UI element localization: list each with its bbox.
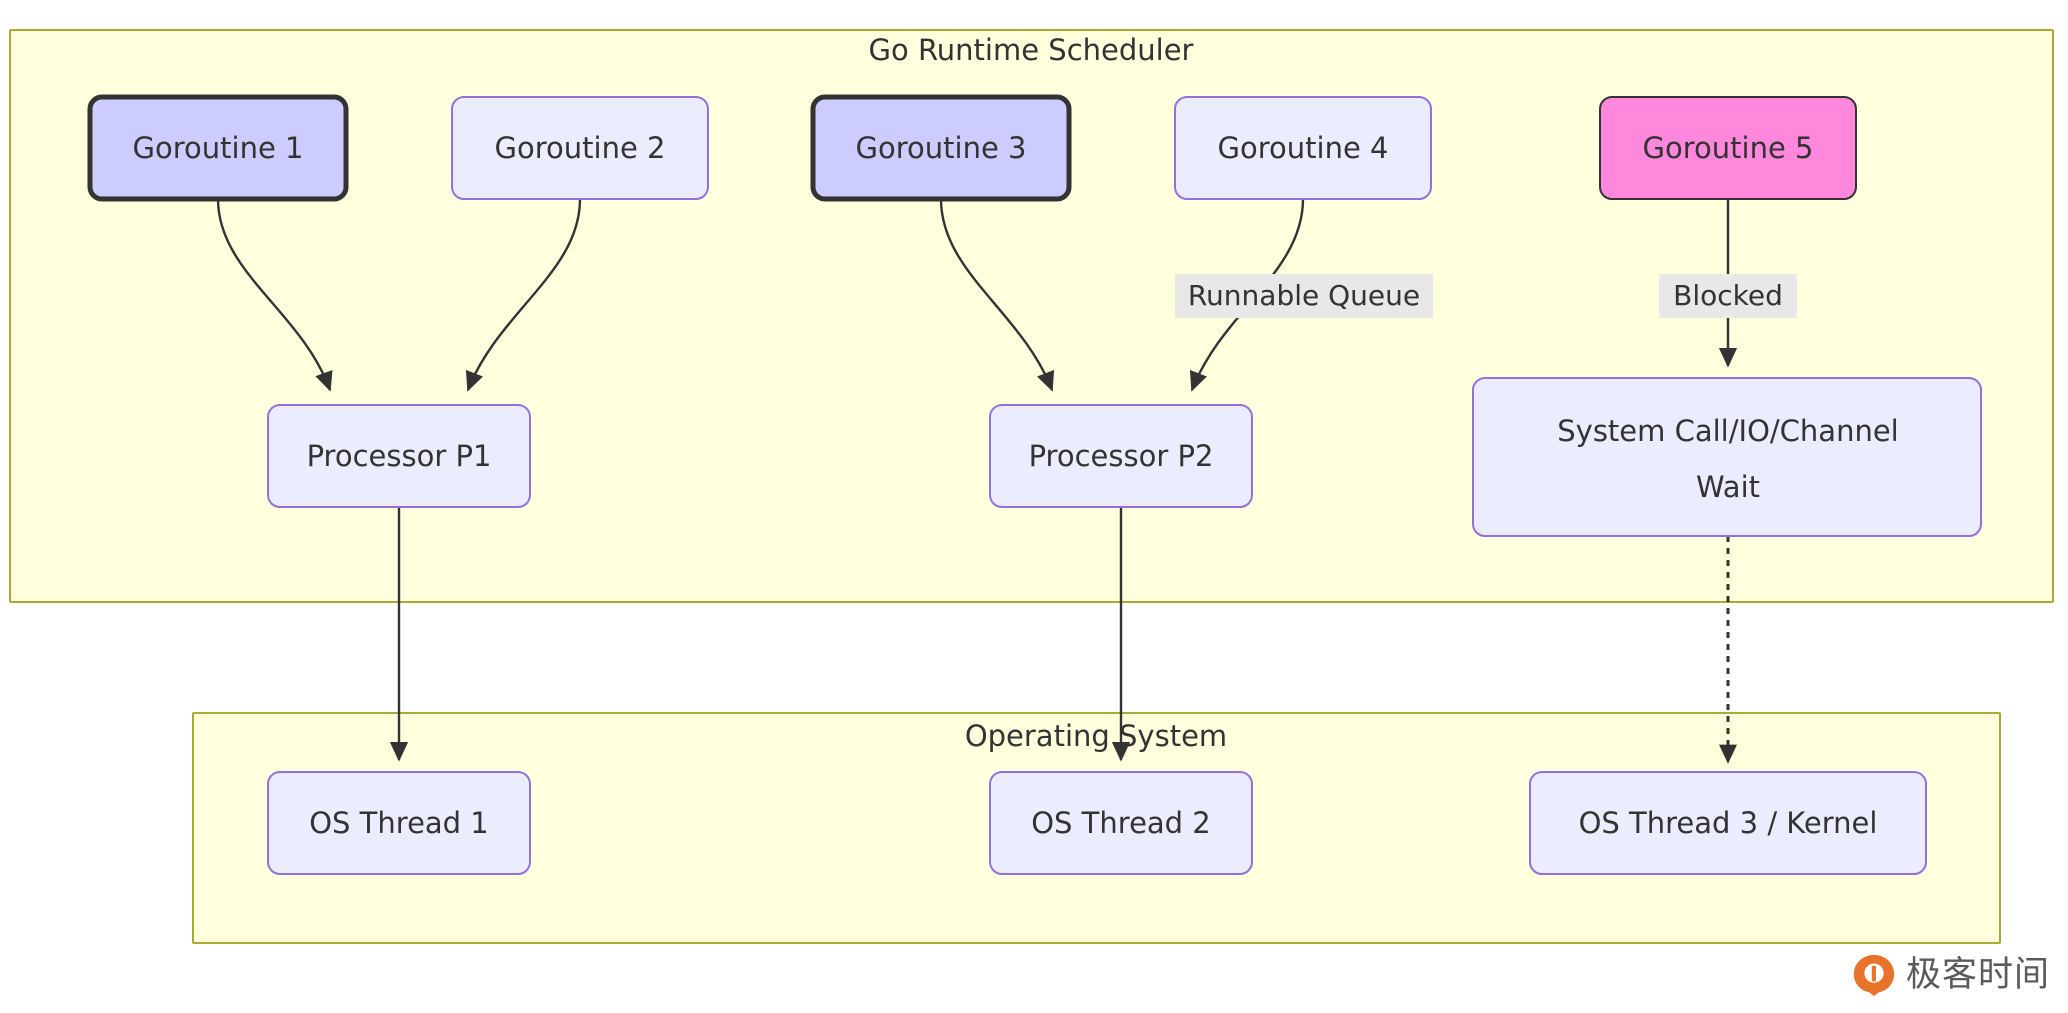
blocked-label-bg (1659, 274, 1797, 318)
os-thread-2-label: OS Thread 2 (1031, 806, 1211, 840)
edge-goroutine3-to-processor-p2 (939, 198, 1055, 392)
processor-p1-label: Processor P1 (307, 439, 492, 473)
goroutine-2-label: Goroutine 2 (495, 131, 666, 165)
processor-p1-rect[interactable] (267, 404, 531, 508)
runnable-queue-label: Runnable Queue (1188, 279, 1420, 312)
syscall-label-line1: System Call/IO/Channel (1557, 414, 1898, 448)
os-thread-1-rect[interactable] (267, 771, 531, 875)
node-goroutine-3[interactable]: Goroutine 3 (810, 94, 1072, 202)
node-os-thread-3-kernel[interactable]: OS Thread 3 / Kernel (1529, 771, 1927, 875)
node-processor-p2[interactable]: Processor P2 (989, 404, 1253, 508)
node-goroutine-4[interactable]: Goroutine 4 (1174, 96, 1432, 200)
processor-p2-label: Processor P2 (1029, 439, 1214, 473)
goroutine-2-rect[interactable] (451, 96, 709, 200)
node-goroutine-5[interactable]: Goroutine 5 (1599, 96, 1857, 200)
goroutine-5-label: Goroutine 5 (1643, 131, 1814, 165)
node-goroutine-1[interactable]: Goroutine 1 (87, 94, 349, 202)
node-processor-p1[interactable]: Processor P1 (267, 404, 531, 508)
node-os-thread-2[interactable]: OS Thread 2 (989, 771, 1253, 875)
node-os-thread-1[interactable]: OS Thread 1 (267, 771, 531, 875)
scheduler-cluster-label: Go Runtime Scheduler (869, 33, 1194, 67)
os-thread-1-label: OS Thread 1 (309, 806, 489, 840)
goroutine-3-label: Goroutine 3 (856, 131, 1027, 165)
os-thread-2-rect[interactable] (989, 771, 1253, 875)
runnable-queue-label-bg (1175, 274, 1433, 318)
goroutine-1-label: Goroutine 1 (133, 131, 304, 165)
goroutine-3-rect[interactable] (810, 94, 1072, 202)
blocked-label: Blocked (1673, 279, 1783, 312)
node-goroutine-2[interactable]: Goroutine 2 (451, 96, 709, 200)
edge-label-blocked: Blocked (1659, 274, 1797, 318)
watermark: 极客时间 (1852, 953, 2050, 997)
goroutine-5-rect[interactable] (1599, 96, 1857, 200)
goroutine-4-label: Goroutine 4 (1218, 131, 1389, 165)
syscall-rect[interactable] (1472, 377, 1982, 537)
syscall-label-line2: Wait (1696, 470, 1760, 504)
os-thread-3-label: OS Thread 3 / Kernel (1579, 806, 1878, 840)
node-system-call-io-channel-wait[interactable]: System Call/IO/Channel Wait (1472, 377, 1982, 537)
edge-label-runnable-queue: Runnable Queue (1175, 274, 1433, 318)
os-thread-3-rect[interactable] (1529, 771, 1927, 875)
edge-goroutine1-to-processor-p1 (216, 198, 333, 392)
goroutine-1-rect[interactable] (87, 94, 349, 202)
goroutine-4-rect[interactable] (1174, 96, 1432, 200)
os-cluster-label: Operating System (965, 719, 1227, 753)
edge-goroutine2-to-processor-p1 (465, 198, 582, 392)
processor-p2-rect[interactable] (989, 404, 1253, 508)
geektime-logo-icon (1853, 954, 1895, 997)
watermark-text: 极客时间 (1905, 954, 2050, 995)
